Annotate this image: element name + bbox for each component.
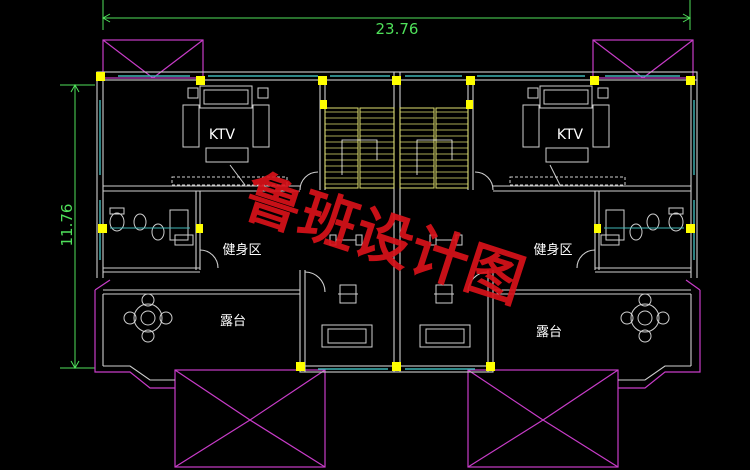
room-label-gym-right: 健身区 [533,242,572,258]
ktv-furniture-left [171,85,288,186]
room-label-ktv-right: KTV [557,127,584,143]
stair-treads [325,111,468,185]
bathroom-fixtures-right [600,207,684,246]
gym-equipment [321,234,471,348]
eave-outlines [94,39,701,468]
room-label-ktv-left: KTV [209,127,236,143]
bathroom-fixtures-left [109,207,194,246]
room-label-gym-left: 健身区 [222,242,261,258]
room-label-terrace-right: 露台 [536,325,562,340]
windows [99,75,695,370]
ktv-furniture-right [509,85,626,186]
planter-left [123,293,173,343]
planter-right [620,293,670,343]
dimension-lines [60,0,692,370]
stair-arrows [341,139,453,175]
height-dimension: 11.76 [58,204,76,247]
watermark: 鲁班设计图 [236,162,533,316]
width-dimension: 23.76 [376,20,419,38]
structural-columns [96,72,695,371]
room-label-terrace-left: 露台 [220,314,246,329]
